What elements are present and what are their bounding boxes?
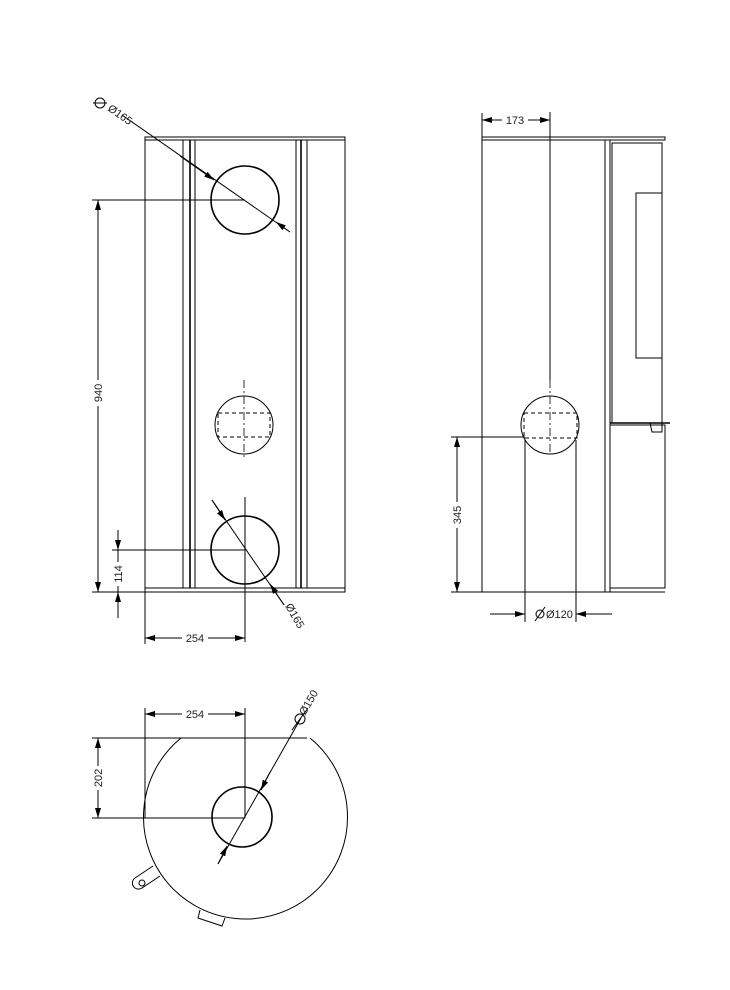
dim-173: 173: [506, 115, 524, 127]
dim-202: 202: [93, 769, 105, 787]
dim-345: 345: [452, 506, 464, 524]
dim-offset-114: 114: [113, 565, 125, 583]
top-flue-circle: [211, 786, 273, 848]
side-view: 173 345 Ø120: [449, 112, 670, 622]
side-outlet-circle: [520, 395, 580, 455]
dia-120: Ø120: [546, 609, 573, 621]
dia-150: Ø150: [297, 688, 321, 717]
top-view: 254 202 Ø150: [90, 688, 348, 927]
dim-254-top: 254: [186, 709, 204, 721]
dia-165-bottom: Ø165: [282, 602, 306, 631]
dim-height-940: 940: [93, 384, 105, 402]
dim-254-front: 254: [186, 633, 204, 645]
front-view: 940 114 254 Ø165 Ø165: [90, 97, 346, 645]
dia-165-top: Ø165: [105, 103, 134, 128]
